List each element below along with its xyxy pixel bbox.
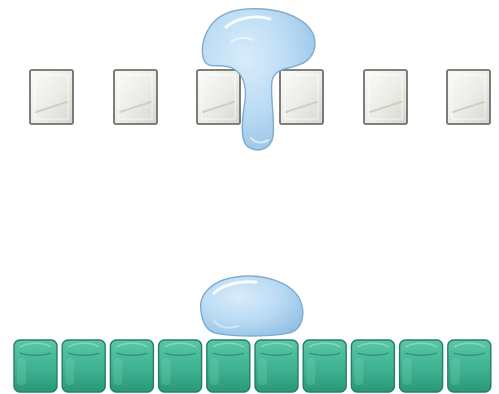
bottom-block-1 <box>14 340 57 392</box>
bottom-block-10 <box>448 340 491 392</box>
top-block-6 <box>447 70 490 124</box>
top-block-1 <box>30 70 73 124</box>
bottom-block-2 <box>62 340 105 392</box>
bottom-liquid-drop <box>201 276 303 336</box>
bottom-block-5 <box>207 340 250 392</box>
top-block-5 <box>364 70 407 124</box>
top-panel <box>30 9 490 150</box>
bottom-block-4 <box>159 340 202 392</box>
top-block-3 <box>197 70 240 124</box>
bottom-block-9 <box>400 340 443 392</box>
bottom-block-3 <box>110 340 153 392</box>
top-block-2 <box>114 70 157 124</box>
bottom-block-7 <box>303 340 346 392</box>
bottom-block-8 <box>351 340 394 392</box>
top-block-4 <box>280 70 323 124</box>
bottom-panel <box>14 276 491 392</box>
bottom-block-6 <box>255 340 298 392</box>
